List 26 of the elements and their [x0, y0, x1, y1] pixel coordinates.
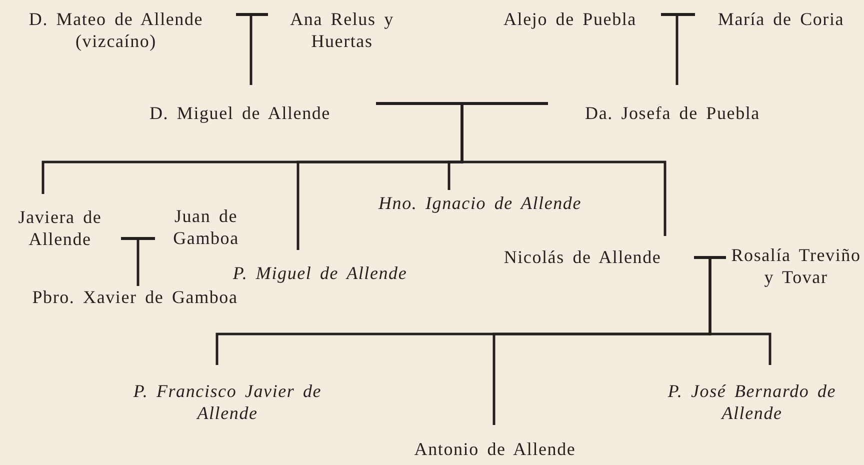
- person-name: Ana Relus y Huertas: [289, 8, 395, 52]
- person-name: Nicolás de Allende: [504, 246, 662, 268]
- person-name: D. Mateo de Allende (vizcaíno): [28, 8, 204, 52]
- person-name: Juan de Gamboa: [172, 205, 240, 249]
- person-name: P. Francisco Javier de Allende: [132, 380, 323, 424]
- person-name: Alejo de Puebla: [504, 8, 636, 30]
- marriage-bar: [376, 102, 548, 105]
- person-name: Pbro. Xavier de Gamboa: [32, 286, 238, 308]
- marriage-bar: [694, 256, 726, 259]
- person-name: P. José Bernardo de Allende: [666, 380, 838, 424]
- person-name: Javiera de Allende: [17, 206, 103, 250]
- person-name: Rosalía Treviño y Tovar: [730, 244, 862, 288]
- marriage-bar: [661, 13, 695, 16]
- person-name: P. Miguel de Allende: [232, 262, 408, 284]
- person-name: Da. Josefa de Puebla: [585, 102, 760, 124]
- person-name: D. Miguel de Allende: [150, 102, 330, 124]
- marriage-bar: [236, 13, 268, 16]
- descent-line: [460, 105, 666, 236]
- descent-line: [708, 259, 772, 365]
- person-name: Hno. Ignacio de Allende: [378, 192, 582, 214]
- person-name: Antonio de Allende: [414, 438, 576, 460]
- person-name: María de Coria: [718, 8, 844, 30]
- marriage-bar: [121, 237, 155, 240]
- descent-line: [136, 240, 140, 286]
- descent-line: [676, 16, 678, 85]
- descent-line: [250, 16, 252, 85]
